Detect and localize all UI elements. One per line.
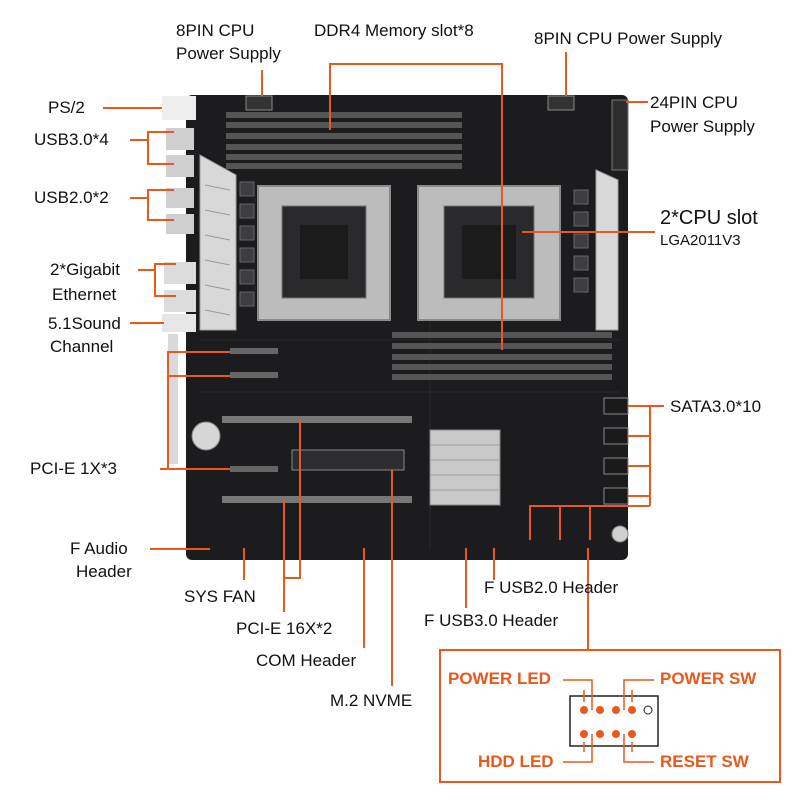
sound-label-line1: 5.1Sound <box>48 314 121 333</box>
leader-lines <box>103 52 664 686</box>
cpu-slot-label: 2*CPU slot <box>660 207 758 229</box>
cpu-8pin-right-connector <box>547 95 575 111</box>
cpu-socket-label: LGA2011V3 <box>660 232 741 249</box>
cpu-8pin-left-connector <box>245 95 273 111</box>
reset-sw-label: RESET SW <box>660 752 749 771</box>
gigabit-label-line1: 2*Gigabit <box>50 260 120 279</box>
front-panel-header-diagram <box>439 649 781 783</box>
gigabit-label-line2: Ethernet <box>52 285 117 304</box>
cpu-24pin-label-line1: 24PIN CPU <box>650 93 738 112</box>
f-usb20-header-label: F USB2.0 Header <box>484 578 619 597</box>
com-header-label: COM Header <box>256 651 357 670</box>
m2-nvme-label: M.2 NVME <box>330 691 413 710</box>
f-audio-label-line1: F Audio <box>70 539 128 558</box>
pcie-16x-label: PCI-E 16X*2 <box>236 619 333 638</box>
power-led-label: POWER LED <box>448 669 551 688</box>
cpu-8pin-right-label: 8PIN CPU Power Supply <box>534 29 723 48</box>
sata-label: SATA3.0*10 <box>670 397 762 416</box>
hdd-led-label: HDD LED <box>478 752 554 771</box>
front-panel-pin-block <box>569 695 659 747</box>
front-panel-pins <box>580 706 636 738</box>
sata-ports <box>603 397 629 505</box>
cpu-24pin-label-line2: Power Supply <box>650 117 755 136</box>
cpu-socket-right <box>417 185 561 321</box>
ddr4-label: DDR4 Memory slot*8 <box>314 21 474 40</box>
vrm-heatsinks <box>199 154 619 331</box>
power-sw-label: POWER SW <box>660 669 757 688</box>
cpu-socket-left <box>257 185 391 321</box>
f-audio-label-line2: Header <box>76 562 132 581</box>
usb30-label: USB3.0*4 <box>34 130 109 149</box>
m2-slot <box>291 449 405 471</box>
ps2-label: PS/2 <box>48 98 85 117</box>
atx-24pin-connector <box>611 99 629 171</box>
cpu-8pin-left-label-line2: Power Supply <box>176 44 281 63</box>
chipset-heatsink <box>429 429 501 506</box>
capacitor <box>611 525 629 543</box>
cmos-battery <box>191 421 221 451</box>
f-usb30-header-label: F USB3.0 Header <box>424 611 559 630</box>
vrm-chokes <box>239 181 589 307</box>
sys-fan-label: SYS FAN <box>184 587 256 606</box>
cpu-8pin-left-label-line1: 8PIN CPU <box>176 21 255 40</box>
usb20-label: USB2.0*2 <box>34 188 109 207</box>
pcie-slots <box>222 348 412 503</box>
pcie-1x-label: PCI-E 1X*3 <box>30 459 117 478</box>
sound-label-line2: Channel <box>50 337 114 356</box>
front-panel-pin-leaders <box>563 679 654 763</box>
ddr4-slots-top <box>226 112 462 169</box>
